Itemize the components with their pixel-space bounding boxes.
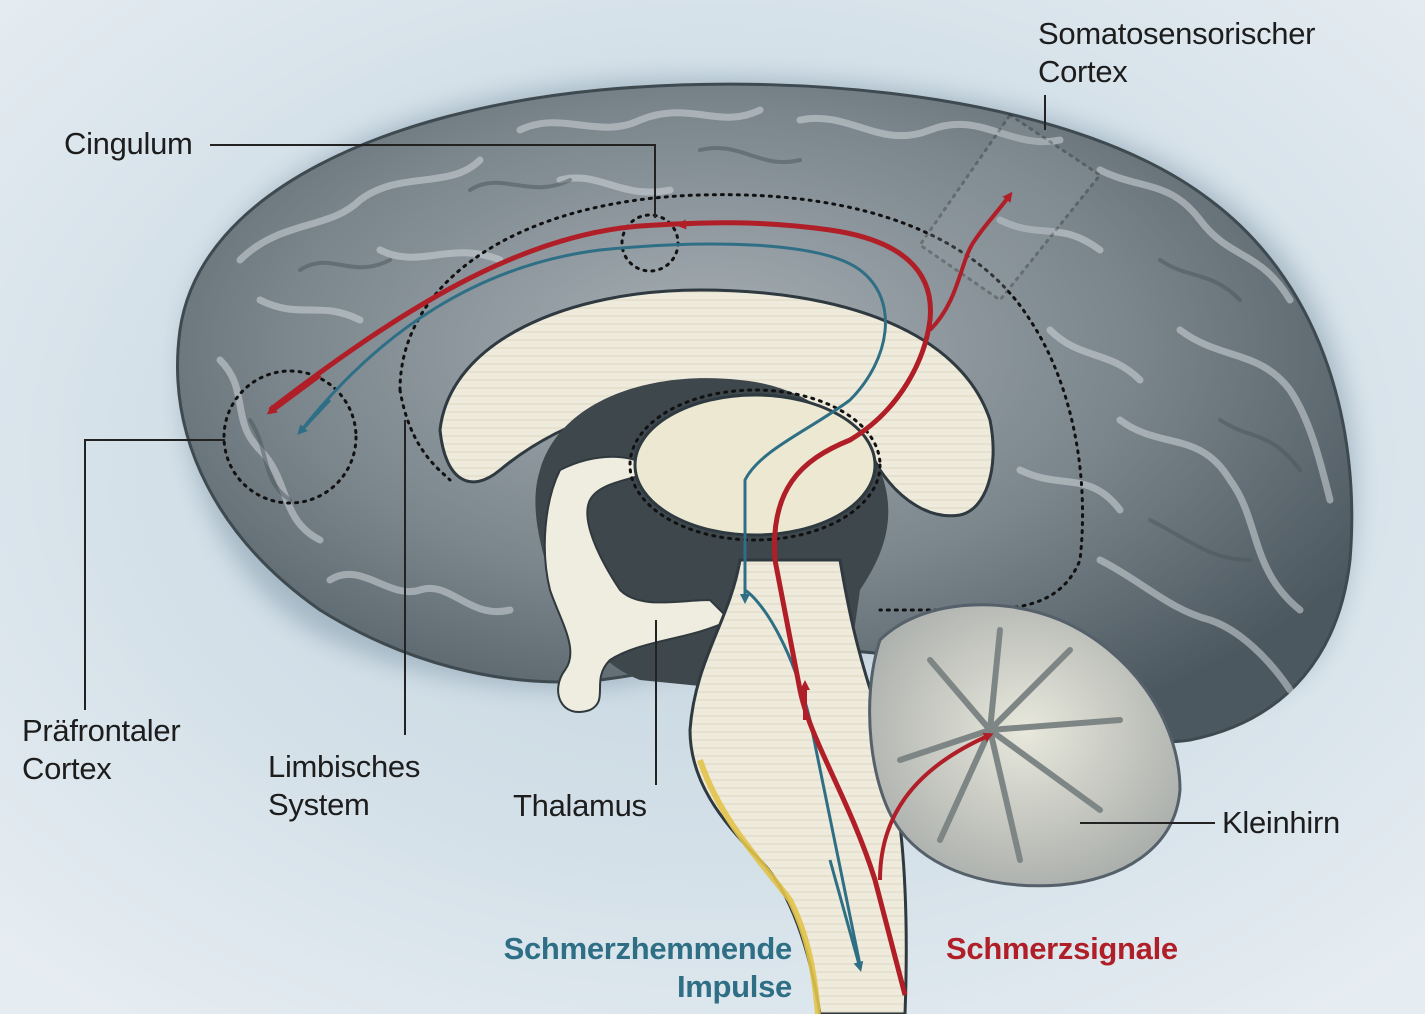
label-cingulum: Cingulum — [64, 125, 193, 163]
label-somatosensory-cortex: Somatosensorischer Cortex — [1038, 15, 1315, 91]
label-cerebellum: Kleinhirn — [1222, 804, 1340, 842]
label-prefrontal-cortex: Präfrontaler Cortex — [22, 712, 180, 788]
label-limbic-system: Limbisches System — [268, 748, 420, 824]
legend-inhibitory-impulses: Schmerzhemmende Impulse — [486, 930, 792, 1006]
legend-pain-signals: Schmerzsignale — [946, 930, 1178, 968]
label-thalamus: Thalamus — [513, 787, 647, 825]
